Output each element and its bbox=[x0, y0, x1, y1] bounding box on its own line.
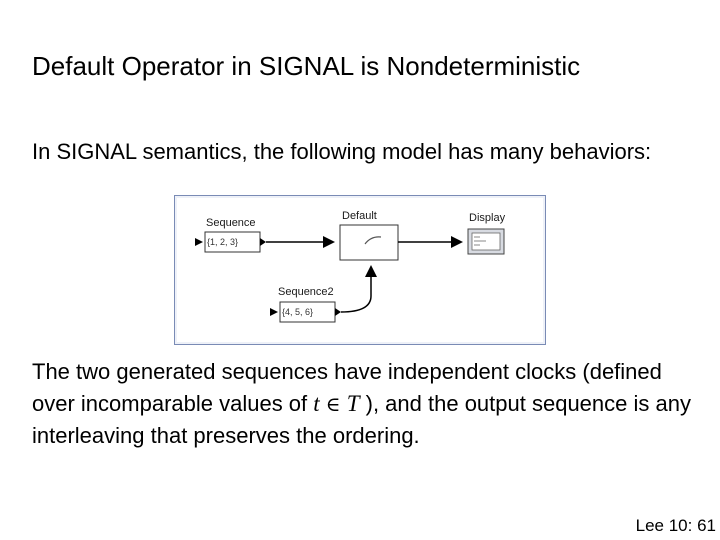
slide-title: Default Operator in SIGNAL is Nondetermi… bbox=[32, 51, 581, 81]
sequence2-value: {4, 5, 6} bbox=[282, 307, 313, 317]
sequence-value: {1, 2, 3} bbox=[207, 237, 238, 247]
default-label: Default bbox=[342, 210, 377, 222]
default-box bbox=[339, 224, 399, 261]
math-element-of-symbol: ∈ bbox=[325, 392, 341, 416]
display-label: Display bbox=[469, 212, 506, 224]
intro-paragraph: In SIGNAL semantics, the following model… bbox=[32, 139, 652, 164]
math-set-T: T bbox=[346, 391, 360, 416]
sequence2-actor[interactable]: {4, 5, 6} bbox=[270, 301, 341, 323]
sequence-output-port-icon bbox=[260, 238, 266, 246]
sequence-input-arrow-icon bbox=[195, 238, 203, 246]
default-glyph-icon bbox=[364, 236, 382, 245]
math-variable-t: t bbox=[313, 391, 320, 416]
sequence2-input-arrow-icon bbox=[270, 308, 278, 316]
display-actor[interactable] bbox=[467, 228, 505, 255]
model-diagram: Sequence {1, 2, 3} Default Display Seque… bbox=[174, 195, 546, 345]
default-actor[interactable] bbox=[339, 224, 399, 261]
body-text-part1: The two generated sequences have indepen… bbox=[32, 359, 662, 416]
connection-sequence2-to-default[interactable] bbox=[340, 265, 377, 313]
sequence-label: Sequence bbox=[206, 217, 256, 229]
body-text-part2: ), and the output sequence is any interl… bbox=[32, 391, 691, 448]
body-paragraph: The two generated sequences have indepen… bbox=[32, 356, 702, 452]
model-diagram-canvas: Sequence {1, 2, 3} Default Display Seque… bbox=[195, 210, 506, 323]
sequence-actor[interactable]: {1, 2, 3} bbox=[195, 231, 266, 253]
slide-footer: Lee 10: 61 bbox=[635, 516, 716, 535]
sequence2-output-port-icon bbox=[335, 308, 341, 316]
sequence2-label: Sequence2 bbox=[278, 286, 334, 298]
